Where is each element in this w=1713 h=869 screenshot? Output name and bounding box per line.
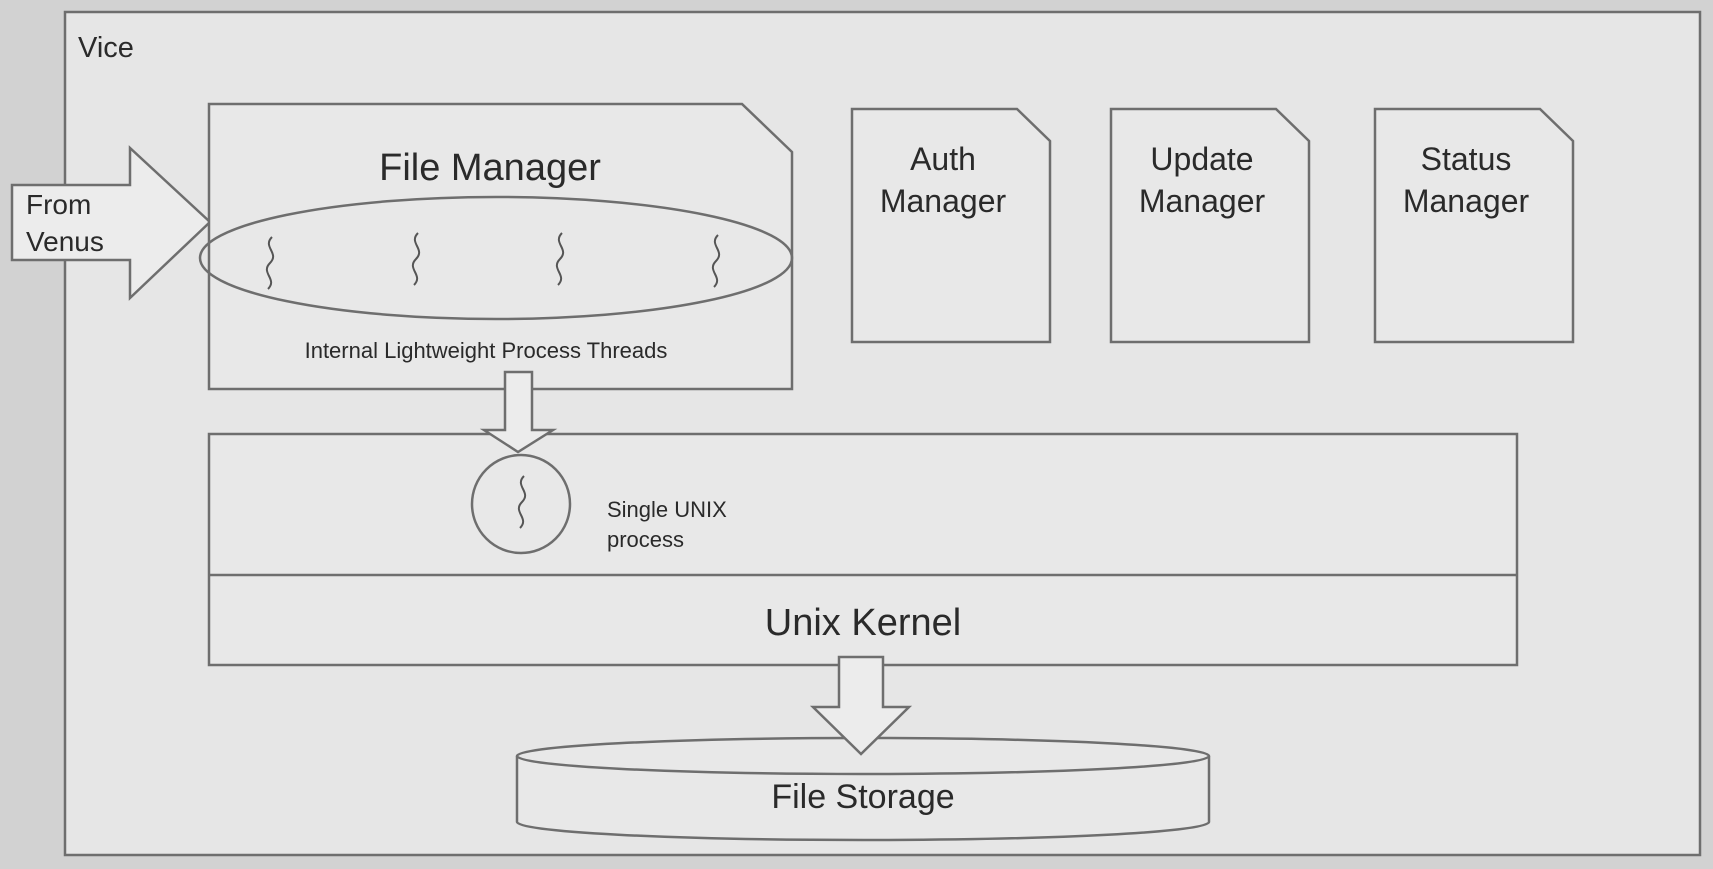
thread-squiggle-icon [265,236,275,290]
status-manager-line2: Manager [1403,183,1530,219]
threads-ellipse [198,195,794,321]
down-arrow-to-process [479,370,558,454]
status-manager-line1: Status [1421,141,1512,177]
file-storage-label: File Storage [771,778,954,816]
thread-squiggle-icon [411,232,421,286]
threads-label: Internal Lightweight Process Threads [305,338,668,363]
status-manager-box: Status Manager [1373,107,1575,344]
auth-manager-line2: Manager [880,183,1007,219]
file-manager-box: File Manager Internal Lightweight Proces… [198,102,794,391]
update-manager-box: Update Manager [1109,107,1311,344]
thread-squiggle-icon [711,234,721,288]
update-manager-line2: Manager [1139,183,1266,219]
file-manager-title: File Manager [379,147,601,189]
thread-squiggle-icon [555,232,565,286]
down-arrow-to-storage [809,655,913,756]
unix-process-box [207,432,1519,667]
single-unix-line1: Single UNIX [607,497,727,522]
process-thread-icon [517,475,527,529]
from-venus-line1: From [26,189,91,220]
file-storage-cylinder: File Storage [515,736,1211,842]
vice-title: Vice [78,32,134,64]
unix-kernel-label: Unix Kernel [765,602,961,644]
auth-manager-line1: Auth [910,141,976,177]
single-unix-line2: process [607,527,684,552]
auth-manager-box: Auth Manager [850,107,1052,344]
from-venus-arrow: From Venus [10,145,212,301]
update-manager-line1: Update [1150,141,1253,177]
from-venus-line2: Venus [26,226,104,257]
